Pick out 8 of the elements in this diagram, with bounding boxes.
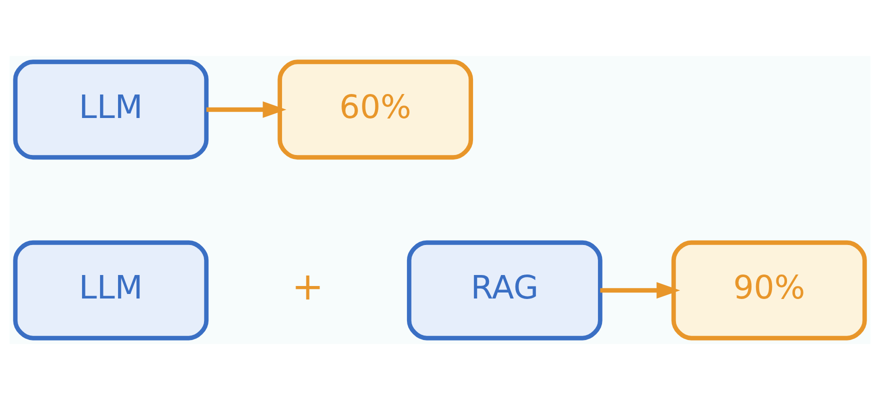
arrow [206, 101, 286, 118]
node-box: LLM [13, 240, 209, 340]
arrow [600, 282, 680, 299]
label: + [292, 266, 324, 310]
node-box: 60% [278, 60, 474, 160]
node-box: LLM [13, 60, 209, 160]
node-box: 90% [671, 240, 867, 340]
node-box: RAG [406, 240, 602, 340]
